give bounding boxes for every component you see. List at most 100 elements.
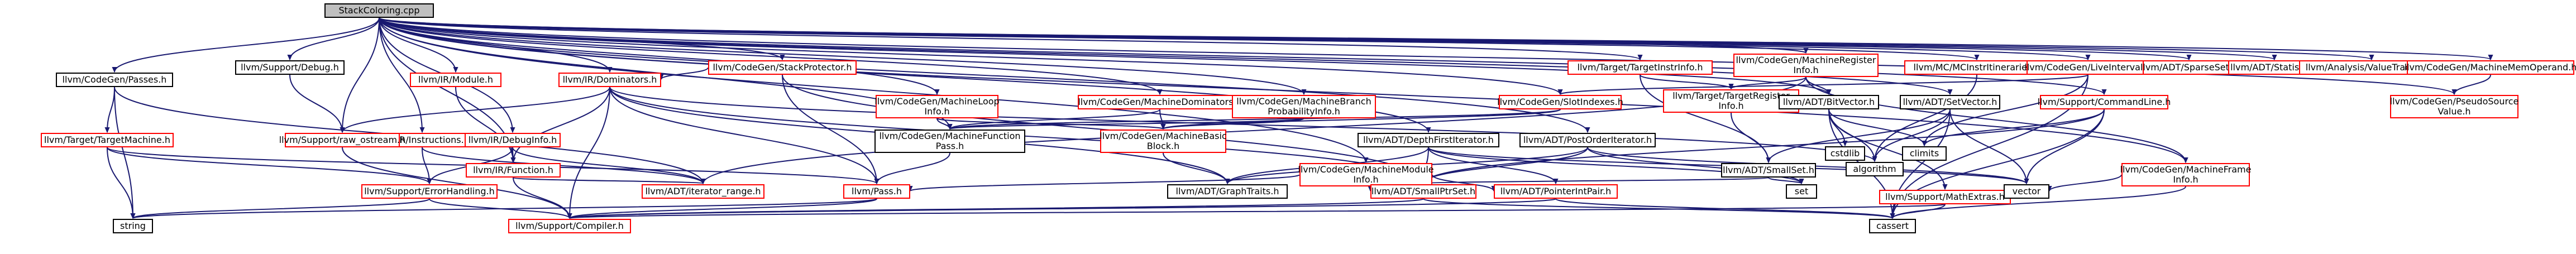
include-edge-pointerintpair-to-compiler xyxy=(570,198,1556,218)
include-edge-branchprob-to-mfpass xyxy=(950,118,1304,129)
include-edge-root-to-cmdline xyxy=(379,17,2104,94)
include-edge-cmdline-to-vector xyxy=(2027,109,2105,184)
include-node-llvm-adt-smallptrset-h[interactable]: llvm/ADT/SmallPtrSet.h xyxy=(1370,184,1476,199)
include-node-llvm-adt-pointerintpair-h[interactable]: llvm/ADT/PointerIntPair.h xyxy=(1494,184,1618,199)
include-edge-mri-to-iterrange xyxy=(703,76,1806,184)
include-node-llvm-adt-setvector-h[interactable]: llvm/ADT/SetVector.h xyxy=(1900,95,2000,109)
include-node-llvm-codegen-machinebranch-probabilityinfo-h[interactable]: llvm/CodeGen/MachineBranch ProbabilityIn… xyxy=(1232,95,1376,118)
include-edge-instructions-to-iterrange xyxy=(422,147,703,184)
include-edge-root-to-mframeinfo xyxy=(379,17,2186,162)
include-node-llvm-ir-dominators-h[interactable]: llvm/IR/Dominators.h xyxy=(558,73,661,87)
include-node-llvm-adt-depthfirstiterator-h[interactable]: llvm/ADT/DepthFirstIterator.h xyxy=(1358,133,1499,147)
include-edge-root-to-memoperand xyxy=(379,17,2491,60)
include-node-llvm-adt-sparseset-h[interactable]: llvm/ADT/SparseSet.h xyxy=(2140,60,2238,75)
include-edge-dominators-to-compiler xyxy=(570,87,610,218)
include-edge-mri-to-mframeinfo xyxy=(1805,76,2186,162)
include-edge-liveinterval-to-climits xyxy=(1924,74,2088,146)
include-node-llvm-codegen-machinebasic-block-h[interactable]: llvm/CodeGen/MachineBasic Block.h xyxy=(1100,130,1227,153)
include-node-vector[interactable]: vector xyxy=(2004,184,2049,199)
include-edge-dominators-to-rawostream xyxy=(342,87,610,132)
include-edge-passes-to-targetmachine xyxy=(107,87,115,132)
include-node-cassert[interactable]: cassert xyxy=(1869,219,1916,233)
root-file-node: StackColoring.cpp xyxy=(324,3,434,18)
include-edge-smallset-to-smallptrset xyxy=(1423,177,1769,184)
include-node-llvm-codegen-machinememoperand-h[interactable]: llvm/CodeGen/MachineMemOperand.h xyxy=(2405,60,2576,75)
include-node-llvm-ir-function-h[interactable]: llvm/IR/Function.h xyxy=(466,163,561,178)
include-node-climits[interactable]: climits xyxy=(1902,146,1947,161)
include-edge-root-to-machinedom xyxy=(379,17,1160,94)
include-edge-dominators-to-pass xyxy=(609,87,877,184)
include-edge-root-to-rawostream xyxy=(342,17,380,132)
include-node-llvm-adt-iterator-range-h[interactable]: llvm/ADT/iterator_range.h xyxy=(642,184,764,199)
include-edge-root-to-branchprob xyxy=(379,17,1304,94)
include-edge-debug-to-rawostream xyxy=(289,74,342,132)
include-edge-memoperand-to-pseudosrc xyxy=(2454,74,2491,94)
include-node-llvm-codegen-machinedominators-h[interactable]: llvm/CodeGen/MachineDominators.h xyxy=(1078,95,1242,109)
include-node-llvm-pass-h[interactable]: llvm/Pass.h xyxy=(843,184,910,199)
include-node-llvm-ir-module-h[interactable]: llvm/IR/Module.h xyxy=(410,73,501,87)
include-node-llvm-adt-smallset-h[interactable]: llvm/ADT/SmallSet.h xyxy=(1721,163,1816,178)
include-edge-liveinterval-to-slotindexes xyxy=(1560,74,2088,94)
include-node-llvm-support-debug-h[interactable]: llvm/Support/Debug.h xyxy=(235,60,345,75)
include-node-llvm-codegen-stackprotector-h[interactable]: llvm/CodeGen/StackProtector.h xyxy=(708,60,857,75)
include-edge-cmdline-to-smallptrset xyxy=(1423,109,2105,184)
include-edge-root-to-debug xyxy=(290,17,380,60)
include-node-llvm-codegen-machineregister-info-h[interactable]: llvm/CodeGen/MachineRegister Info.h xyxy=(1733,54,1879,77)
include-node-llvm-codegen-pseudosource-value-h[interactable]: llvm/CodeGen/PseudoSource Value.h xyxy=(2390,95,2518,118)
include-edge-slotindexes-to-mfpass xyxy=(950,109,1561,129)
include-edge-mminfo-to-pointerintpair xyxy=(1432,174,1494,191)
include-node-llvm-adt-postorderiterator-h[interactable]: llvm/ADT/PostOrderIterator.h xyxy=(1519,133,1656,147)
include-node-algorithm[interactable]: algorithm xyxy=(1846,162,1904,176)
include-edge-setvector-to-algorithm xyxy=(1875,109,1951,161)
include-edge-mfpass-to-pass xyxy=(877,152,950,184)
include-node-llvm-mc-mcinstritineraries-h[interactable]: llvm/MC/MCInstrItineraries.h xyxy=(1904,60,2049,75)
include-node-llvm-codegen-passes-h[interactable]: llvm/CodeGen/Passes.h xyxy=(56,73,173,87)
include-edge-passes-to-string xyxy=(114,87,133,218)
include-edge-mri-to-bitvector xyxy=(1805,76,1829,94)
include-edge-root-to-setvector xyxy=(379,17,1950,94)
include-edge-slotindexes-to-mbb xyxy=(1163,109,1561,129)
include-edge-setvector-to-vector xyxy=(1949,109,2027,184)
include-node-cstdlib[interactable]: cstdlib xyxy=(1825,146,1865,161)
include-node-llvm-codegen-machinemodule-info-h[interactable]: llvm/CodeGen/MachineModule Info.h xyxy=(1298,163,1434,186)
include-node-llvm-codegen-machineframe-info-h[interactable]: llvm/CodeGen/MachineFrame Info.h xyxy=(2120,163,2251,186)
include-edge-bitvector-to-climits xyxy=(1828,109,1924,146)
include-edge-root-to-tti xyxy=(379,17,1640,60)
include-edge-smallset-to-set xyxy=(1768,177,1801,184)
include-edge-stackprot-to-pass xyxy=(782,74,877,184)
include-node-llvm-ir-debuginfo-h[interactable]: llvm/IR/DebugInfo.h xyxy=(465,133,561,147)
include-edge-root-to-passes xyxy=(114,17,380,72)
include-edge-root-to-looppinfo xyxy=(379,17,937,94)
include-node-set[interactable]: set xyxy=(1786,184,1817,199)
include-node-llvm-target-targetinstrinfo-h[interactable]: llvm/Target/TargetInstrInfo.h xyxy=(1567,60,1713,75)
include-node-llvm-target-targetmachine-h[interactable]: llvm/Target/TargetMachine.h xyxy=(41,133,174,147)
include-node-llvm-codegen-liveinterval-h[interactable]: llvm/CodeGen/LiveInterval.h xyxy=(2024,60,2152,75)
include-edge-machinedom-to-mbb xyxy=(1159,109,1163,129)
include-edge-cmdline-to-climits xyxy=(1924,109,2105,146)
include-node-llvm-codegen-slotindexes-h[interactable]: llvm/CodeGen/SlotIndexes.h xyxy=(1497,95,1623,109)
include-edge-targetmachine-to-errorhandling xyxy=(107,147,429,184)
include-edge-root-to-pseudosrc xyxy=(379,17,2454,94)
include-node-llvm-codegen-machinefunction-pass-h[interactable]: llvm/CodeGen/MachineFunction Pass.h xyxy=(874,130,1025,153)
include-edge-looppinfo-to-mbb xyxy=(936,118,1163,129)
include-edge-root-to-slotindexes xyxy=(379,17,1560,94)
include-edge-errorhandling-to-string xyxy=(133,198,430,218)
include-edge-mathextras-to-compiler xyxy=(570,204,1946,218)
include-node-llvm-support-errorhandling-h[interactable]: llvm/Support/ErrorHandling.h xyxy=(361,184,498,199)
include-node-llvm-codegen-machineloop-info-h[interactable]: llvm/CodeGen/MachineLoop Info.h xyxy=(874,95,1000,118)
include-node-llvm-target-targetregister-info-h[interactable]: llvm/Target/TargetRegister Info.h xyxy=(1663,89,1799,113)
include-node-llvm-support-compiler-h[interactable]: llvm/Support/Compiler.h xyxy=(508,219,631,233)
include-edge-stackprot-to-smallptrset xyxy=(782,74,1423,184)
include-node-llvm-adt-bitvector-h[interactable]: llvm/ADT/BitVector.h xyxy=(1779,95,1879,109)
include-edge-root-to-module xyxy=(379,17,456,72)
include-node-llvm-support-mathextras-h[interactable]: llvm/Support/MathExtras.h xyxy=(1879,190,2011,204)
include-node-llvm-adt-graphtraits-h[interactable]: llvm/ADT/GraphTraits.h xyxy=(1167,184,1288,199)
include-node-llvm-support-raw-ostream-h[interactable]: llvm/Support/raw_ostream.h xyxy=(279,133,405,147)
include-edge-machinedom-to-mfpass xyxy=(950,109,1160,129)
include-edge-module-to-function xyxy=(455,87,513,162)
include-node-string[interactable]: string xyxy=(113,219,153,233)
include-edge-function-to-iterrange xyxy=(513,177,703,184)
include-node-llvm-support-commandline-h[interactable]: llvm/Support/CommandLine.h xyxy=(2038,95,2171,109)
